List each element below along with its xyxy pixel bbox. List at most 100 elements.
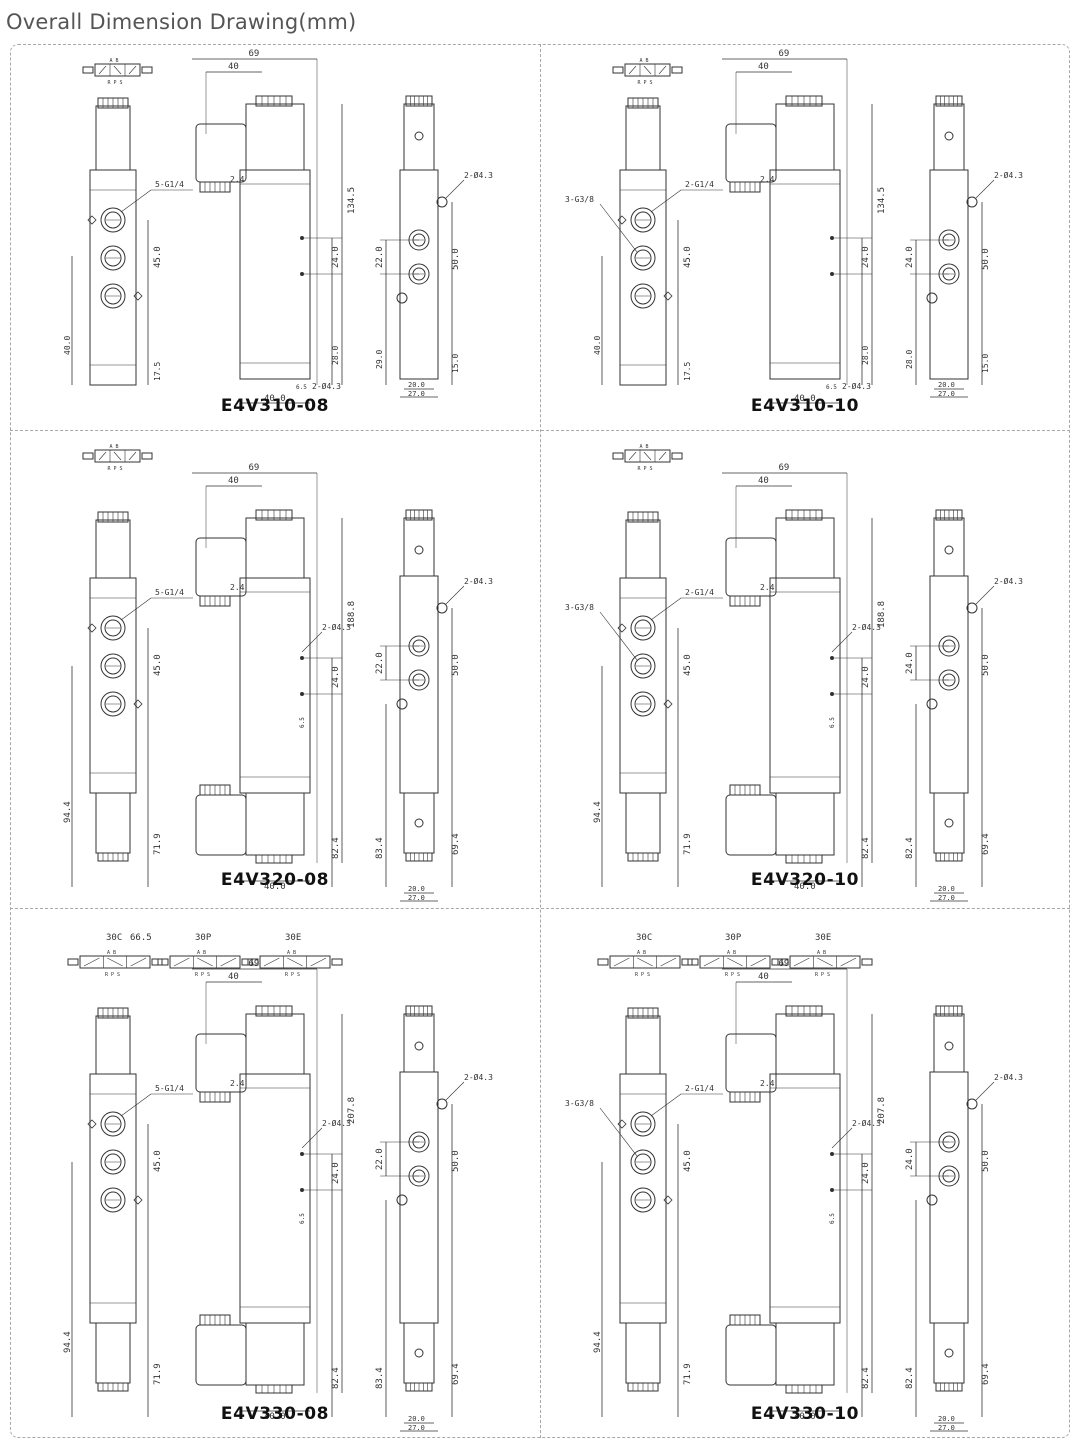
screw-head-icon (944, 545, 954, 555)
dimension-label: 17.5 (153, 362, 162, 381)
symbol-port-labels: R P S (105, 972, 120, 978)
valve-body (89, 169, 137, 386)
dimension-drawing-e4v320-10: A BR P S2-G1/43-G3/845.094.471.969402.42… (565, 444, 1023, 902)
hole-spec-label: 2-Ø4.3 (994, 1072, 1023, 1082)
coil-body (245, 1013, 305, 1075)
leader-line (650, 597, 682, 621)
coil-body (403, 792, 435, 854)
dimension-label: 40 (228, 476, 239, 486)
dimension-label: 2.4 (230, 583, 245, 592)
dimension-label: 27.0 (938, 894, 955, 902)
screw-head-icon (944, 1041, 954, 1051)
grid-divider-row-1 (10, 430, 1070, 431)
mounting-hole-icon (926, 292, 938, 304)
leader-line (120, 1093, 152, 1117)
mounting-hole-icon (926, 698, 938, 710)
coil-body (625, 1322, 661, 1384)
port-spec-label: 2-G1/4 (685, 588, 714, 597)
dimension-label: 40.0 (264, 882, 286, 892)
dimension-label: 6.5 (299, 1213, 306, 1224)
coil-body (933, 1013, 965, 1073)
model-label: E4V330-08 (220, 1404, 330, 1424)
symbol-port-labels: R P S (815, 972, 830, 978)
port-marker-icon (617, 215, 627, 225)
dimension-label: 22.0 (375, 1148, 385, 1170)
actuator-icon (612, 452, 624, 460)
dimension-label: 94.4 (63, 801, 73, 823)
dimension-label: 24.0 (861, 1162, 871, 1184)
dimension-label: 69 (249, 463, 260, 473)
flow-arrow-icon (658, 451, 667, 461)
flow-arrow-icon (817, 957, 833, 967)
port-circle (630, 615, 656, 641)
dimension-label: 40.0 (794, 1412, 816, 1422)
dimension-label: 134.5 (877, 187, 887, 214)
port-circle (100, 283, 126, 309)
leader-line (445, 585, 465, 605)
valve-body (89, 577, 137, 794)
dimension-label: 40.0 (794, 882, 816, 892)
dimension-drawing-e4v320-08: A BR P S5-G1/445.094.471.969402.424.0188… (63, 444, 493, 902)
port-marker-icon (87, 215, 97, 225)
coil-body (95, 105, 131, 171)
page-title: Overall Dimension Drawing(mm) (6, 10, 357, 34)
port-circle (100, 653, 126, 679)
port-circle (630, 691, 656, 717)
port-inner-circle (104, 1115, 122, 1133)
dimension-label: 15.0 (451, 354, 460, 373)
port-circle (630, 1187, 656, 1213)
leader-line (650, 1093, 682, 1117)
port-spec-label: 3-G3/8 (565, 603, 594, 612)
mounting-hole-icon (396, 292, 408, 304)
port-marker-icon (87, 623, 97, 633)
dimension-label: 82.4 (331, 837, 341, 859)
dimension-label: 45.0 (683, 654, 693, 676)
actuator-icon (247, 958, 259, 966)
connector-plug (195, 794, 247, 856)
dimension-label: 28.0 (331, 346, 340, 365)
dimension-label: 20.0 (408, 381, 425, 389)
hole-spec-label: 2-Ø4.3 (852, 1118, 881, 1128)
port-inner-circle (634, 211, 652, 229)
dimension-label: 40.0 (264, 394, 286, 404)
actuator-icon (141, 452, 153, 460)
dimension-label: 207.8 (347, 1097, 357, 1124)
valve-symbol-30c (609, 955, 681, 969)
actuator-icon (681, 958, 693, 966)
coil-body (95, 792, 131, 854)
mounting-hole-icon (436, 196, 448, 208)
port-spec-label: 3-G3/8 (565, 1099, 594, 1108)
symbol-port-labels: A B (727, 950, 736, 956)
dimension-label: 69 (779, 463, 790, 473)
valve-body (769, 1073, 841, 1324)
valve-body (769, 169, 841, 380)
symbol-port-labels: A B (637, 950, 646, 956)
mounting-hole-icon (396, 698, 408, 710)
hole-spec-label: 2-Ø4.3 (464, 170, 493, 180)
dimension-label: 50.0 (981, 654, 991, 676)
valve-body (929, 1071, 969, 1324)
screw-head-icon (944, 1348, 954, 1358)
coil-body (245, 103, 305, 171)
flow-arrow-icon (128, 65, 137, 75)
dimension-label: 40.0 (794, 394, 816, 404)
valve-symbol-30p (699, 955, 771, 969)
port-inner-circle (104, 249, 122, 267)
dimension-label: 20.0 (938, 1415, 955, 1423)
symbol-port-labels: A B (197, 950, 206, 956)
port-spec-label: 2-G1/4 (685, 1084, 714, 1093)
dimension-label: 82.4 (331, 1367, 341, 1389)
dimension-label: 24.0 (861, 666, 871, 688)
port-inner-circle (104, 619, 122, 637)
valve-symbol-30e (789, 955, 861, 969)
coil-body (403, 1013, 435, 1073)
valve-symbol (624, 63, 671, 77)
connector-plug (725, 794, 777, 856)
valve-body (619, 1073, 667, 1324)
port-marker-icon (663, 1195, 673, 1205)
dimension-label: 28.0 (905, 350, 914, 369)
port-inner-circle (634, 619, 652, 637)
dimension-label: 50.0 (451, 248, 461, 270)
port-marker-icon (133, 291, 143, 301)
